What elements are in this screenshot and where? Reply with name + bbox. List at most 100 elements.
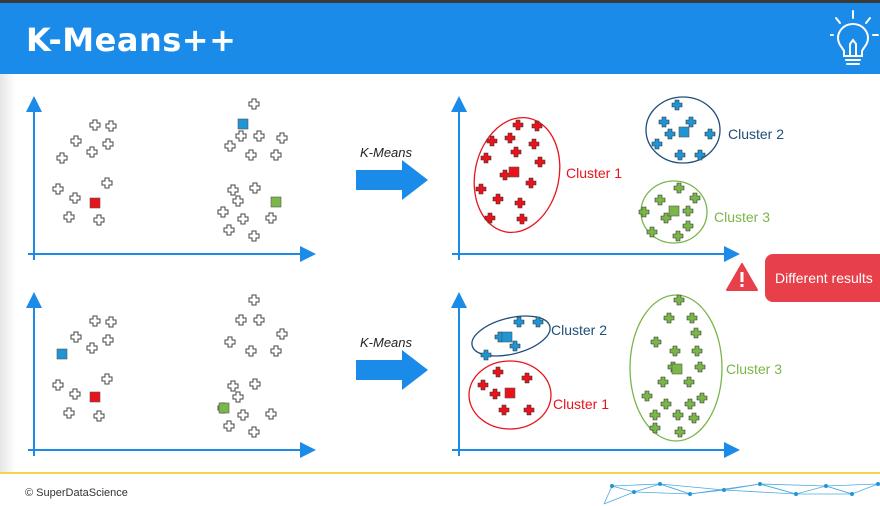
row2-red-final-centroid	[504, 387, 516, 399]
row2-unlabeled-point	[253, 314, 265, 326]
row2-green-cluster-point	[663, 312, 675, 324]
row1-green-cluster-point	[689, 192, 701, 204]
row1-kmeans-arrow	[356, 160, 428, 200]
row2-unlabeled-point	[245, 345, 257, 357]
row2-green-cluster-point	[672, 409, 684, 421]
row2-green-cluster-point	[650, 336, 662, 348]
row1-unlabeled-point	[248, 230, 260, 242]
row1-unlabeled-point	[235, 130, 247, 142]
row1-blue-cluster-point	[658, 116, 670, 128]
row2-blue-cluster-point	[480, 349, 492, 361]
row1-unlabeled-point	[270, 149, 282, 161]
row2-unlabeled-point	[105, 316, 117, 328]
row1-unlabeled-point	[101, 177, 113, 189]
row2-unlabeled-point	[270, 345, 282, 357]
row1-unlabeled-point	[56, 152, 68, 164]
row1-cluster1-label: Cluster 1	[566, 165, 622, 181]
row2-red-cluster-point	[498, 404, 510, 416]
row2-green-cluster-point	[688, 412, 700, 424]
row2-unlabeled-point	[235, 314, 247, 326]
row2-green-final-centroid	[671, 363, 683, 375]
row2-green-cluster-point	[660, 398, 672, 410]
row1-unlabeled-point	[245, 149, 257, 161]
data-points	[52, 98, 716, 438]
left-edge-shadow	[0, 74, 16, 472]
row2-unlabeled-point	[101, 373, 113, 385]
row1-red-cluster-point	[499, 169, 511, 181]
row2-unlabeled-point	[93, 410, 105, 422]
row1-red-cluster-point	[528, 138, 540, 150]
footer-divider	[0, 472, 880, 474]
row1-blue-cluster-point	[651, 138, 663, 150]
row2-green-cluster-point	[669, 345, 681, 357]
row2-red-cluster-point	[477, 379, 489, 391]
row1-red-cluster-point	[486, 135, 498, 147]
row2-unlabeled-point	[248, 426, 260, 438]
row2-unlabeled-point	[237, 409, 249, 421]
row1-unlabeled-point	[217, 206, 229, 218]
row1-blue-cluster-point	[704, 128, 716, 140]
row1-unlabeled-point	[224, 140, 236, 152]
lightbulb-icon	[830, 10, 879, 65]
row1-unlabeled-point	[69, 192, 81, 204]
row1-unlabeled-point	[89, 119, 101, 131]
row1-unlabeled-point	[232, 195, 244, 207]
row2-green-cluster-point	[691, 345, 703, 357]
kmeans-diagram: K-Means K-Means Cluster 1 Cluster 2 Clus…	[26, 96, 784, 458]
row1-unlabeled-point	[70, 135, 82, 147]
row2-blue-cluster-point	[532, 316, 544, 328]
warning-banner: Different results	[765, 254, 880, 302]
row2-green-cluster-point	[649, 422, 661, 434]
page-title: K-Means++	[26, 21, 237, 59]
row2-green-cluster-point	[684, 398, 696, 410]
row2-green-cluster-point	[683, 376, 695, 388]
row1-red-cluster-point	[516, 213, 528, 225]
row2-green-cluster-point	[696, 392, 708, 404]
warning-triangle-icon	[726, 263, 758, 291]
row2-cluster3-ellipse	[629, 294, 723, 442]
row1-unlabeled-point	[237, 213, 249, 225]
row1-green-cluster-point	[682, 220, 694, 232]
row1-red-cluster-point	[525, 177, 537, 189]
row1-green-cluster-point	[660, 212, 672, 224]
row2-unlabeled-point	[89, 315, 101, 327]
row2-initial-centroid-red	[89, 391, 101, 403]
row1-green-cluster-point	[672, 230, 684, 242]
row2-unlabeled-point	[223, 420, 235, 432]
row1-unlabeled-point	[52, 183, 64, 195]
row2-cluster2-label: Cluster 2	[551, 322, 607, 338]
row1-red-cluster-point	[534, 156, 546, 168]
row1-cluster3-label: Cluster 3	[714, 209, 770, 225]
row1-unlabeled-point	[105, 120, 117, 132]
row2-green-cluster-point	[673, 294, 685, 306]
row2-initial-centroid-blue	[56, 348, 68, 360]
row2-green-cluster-point	[694, 361, 706, 373]
row1-cluster1-ellipse	[473, 116, 561, 234]
row1-unlabeled-point	[102, 138, 114, 150]
row1-initial-centroid-green	[270, 196, 282, 208]
row2-unlabeled-point	[227, 380, 239, 392]
row1-red-cluster-point	[514, 197, 526, 209]
row2-cluster1-label: Cluster 1	[553, 396, 609, 412]
row2-unlabeled-point	[63, 407, 75, 419]
row2-red-cluster-point	[521, 372, 533, 384]
row2-unlabeled-point	[52, 379, 64, 391]
row2-red-cluster-point	[492, 366, 504, 378]
row2-cluster1-ellipse	[468, 360, 552, 430]
row1-unlabeled-point	[93, 214, 105, 226]
warning-text: Different results	[775, 270, 873, 286]
row1-unlabeled-point	[86, 146, 98, 158]
row2-green-cluster-point	[690, 327, 702, 339]
row1-green-cluster-point	[654, 194, 666, 206]
row2-green-cluster-point	[649, 409, 661, 421]
row2-blue-cluster-point	[509, 340, 521, 352]
row1-unlabeled-point	[265, 212, 277, 224]
network-decoration	[603, 482, 880, 505]
row1-unlabeled-point	[227, 184, 239, 196]
row2-unlabeled-point	[70, 331, 82, 343]
row2-kmeans-arrow	[356, 350, 428, 390]
row1-green-cluster-point	[673, 182, 685, 194]
row1-blue-cluster-point	[671, 99, 683, 111]
row1-cluster2-ellipse	[645, 96, 721, 164]
row1-initial-centroid-blue	[237, 118, 249, 130]
